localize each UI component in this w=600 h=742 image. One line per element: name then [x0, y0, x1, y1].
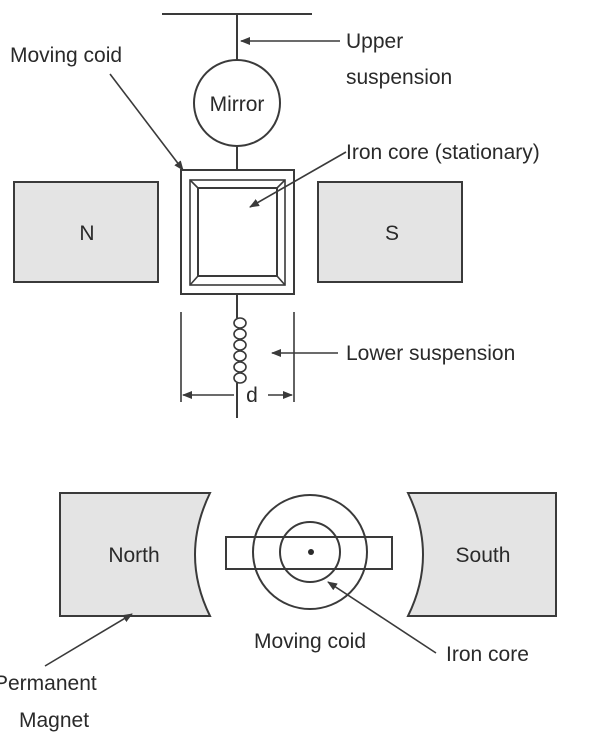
dimension-d-label: d	[246, 384, 258, 407]
coil-corner-tl	[189, 179, 199, 189]
bottom-diagram: North South Moving coid Iron core Perman…	[0, 492, 557, 732]
permanent-magnet-label-line1: Permanent	[0, 672, 97, 695]
pivot-dot	[308, 549, 314, 555]
bottom-iron-core-label: Iron core	[446, 643, 529, 666]
upper-suspension-label-line2: suspension	[346, 66, 452, 89]
lower-suspension-label: Lower suspension	[346, 342, 515, 365]
top-moving-coil-pointer	[109, 73, 184, 171]
moving-coil-middle	[189, 179, 286, 286]
south-magnet	[317, 181, 463, 283]
permanent-magnet-label-line2: Magnet	[19, 709, 89, 732]
top-moving-coil-label: Moving coid	[10, 44, 122, 67]
north-pole-label: N	[79, 222, 94, 245]
north-magnet	[13, 181, 159, 283]
bottom-iron-core-pointer	[327, 581, 437, 654]
coil-corner-tr	[276, 179, 286, 189]
coil-corner-br	[276, 275, 286, 286]
coil-bar	[225, 536, 393, 570]
south-label: South	[456, 544, 511, 567]
lower-suspension-spring	[233, 317, 247, 384]
north-label: North	[108, 544, 159, 567]
bottom-moving-coil-label: Moving coid	[254, 630, 366, 653]
coil-corner-bl	[189, 275, 199, 286]
upper-suspension-label-line1: Upper	[346, 30, 403, 53]
south-pole-label: S	[385, 222, 399, 245]
south-permanent-magnet	[406, 492, 557, 617]
mirror-label: Mirror	[210, 93, 265, 116]
iron-core-stationary-label: Iron core (stationary)	[346, 141, 540, 164]
iron-core-cylinder	[279, 521, 341, 583]
iron-core-square	[197, 187, 278, 277]
top-diagram: Mirror N S Moving coid Upper suspension …	[10, 13, 540, 418]
iron-core-pointer	[249, 151, 347, 208]
north-permanent-magnet	[59, 492, 212, 617]
moving-coil-ring	[252, 494, 368, 610]
permanent-magnet-pointer	[44, 613, 133, 667]
